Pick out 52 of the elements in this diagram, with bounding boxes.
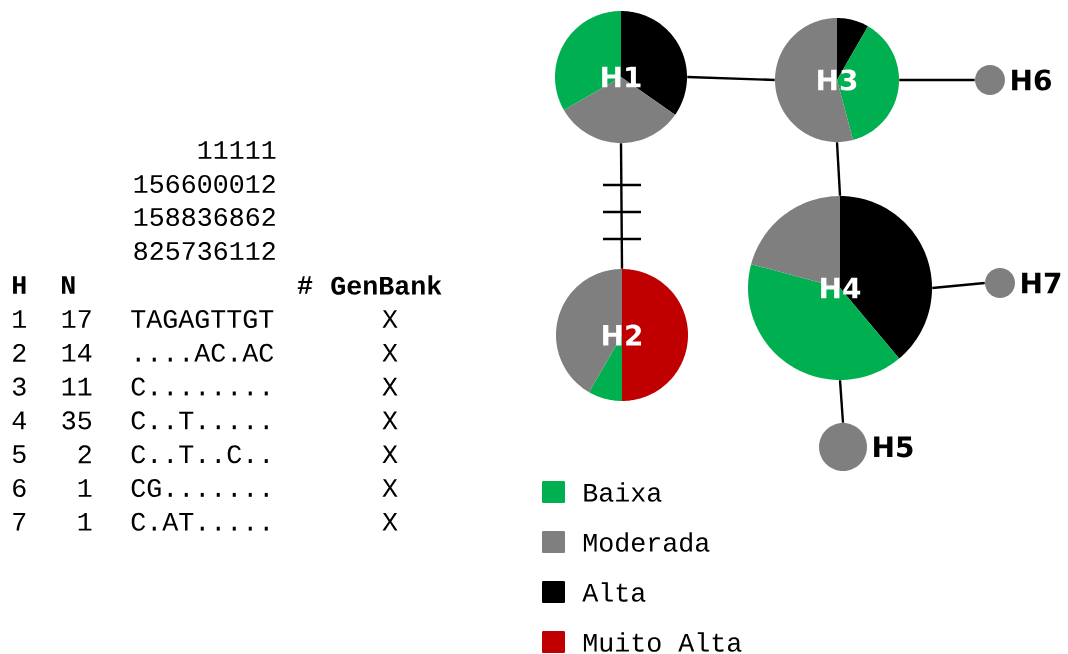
pie-chart-node: H4 bbox=[748, 196, 932, 380]
legend-label: Alta bbox=[582, 582, 646, 602]
table-cell: 4 bbox=[12, 411, 26, 430]
table-cell: 11 bbox=[62, 377, 92, 396]
column-header: # bbox=[297, 276, 313, 294]
legend-label: Baixa bbox=[584, 482, 662, 502]
pie-chart-node: H2 bbox=[556, 269, 688, 401]
table-cell: X bbox=[382, 310, 398, 328]
column-header: H bbox=[13, 276, 26, 294]
table-cell: X bbox=[382, 344, 398, 362]
table-cell: 14 bbox=[62, 344, 92, 362]
connector-line bbox=[932, 281, 985, 290]
table-cell: X bbox=[382, 513, 398, 531]
table-cell: C..T..C.. bbox=[131, 445, 268, 464]
table-cell: X bbox=[382, 377, 398, 396]
position-number: 158836862 bbox=[134, 207, 275, 227]
table-cell: 7 bbox=[13, 513, 26, 531]
table-cell: X bbox=[382, 479, 398, 497]
table-cell: 1 bbox=[13, 310, 26, 328]
position-number: 156600012 bbox=[134, 174, 275, 194]
table-cell: X bbox=[382, 445, 398, 463]
position-number: 825736112 bbox=[134, 241, 275, 261]
connector-line bbox=[835, 142, 842, 196]
node-label: H5 bbox=[874, 436, 913, 458]
connector-line bbox=[687, 75, 775, 82]
table-cell: CG....... bbox=[131, 478, 268, 498]
table-cell: TAGAGTTGT bbox=[131, 309, 274, 329]
table-cell: 35 bbox=[62, 411, 92, 430]
legend-label: Muito Alta bbox=[583, 632, 742, 652]
table-cell: ....AC.AC bbox=[136, 343, 274, 362]
table-cell: C..T..... bbox=[131, 411, 268, 430]
connector-line bbox=[838, 380, 845, 423]
table-cell: 5 bbox=[12, 445, 26, 464]
table-cell: 17 bbox=[62, 310, 91, 328]
table-cell: 2 bbox=[78, 445, 91, 464]
table-cell: X bbox=[382, 411, 398, 430]
table-cell: 1 bbox=[78, 513, 92, 531]
table-cell: 1 bbox=[78, 479, 92, 497]
position-number: 11111 bbox=[198, 141, 276, 159]
connector-line bbox=[619, 143, 624, 269]
table-cell: 2 bbox=[13, 343, 26, 362]
table-cell: C.AT..... bbox=[131, 512, 268, 531]
node-label: H7 bbox=[1022, 272, 1061, 294]
table-cell: 3 bbox=[12, 377, 26, 396]
column-header: N bbox=[62, 276, 75, 294]
connector-line bbox=[899, 78, 975, 82]
legend-label: Moderada bbox=[583, 532, 710, 552]
node-label: H6 bbox=[1012, 69, 1051, 91]
table-cell: 6 bbox=[13, 478, 26, 498]
table-cell: C........ bbox=[131, 377, 268, 396]
pie-chart-node: H1 bbox=[555, 11, 687, 143]
column-header: GenBank bbox=[331, 275, 442, 295]
